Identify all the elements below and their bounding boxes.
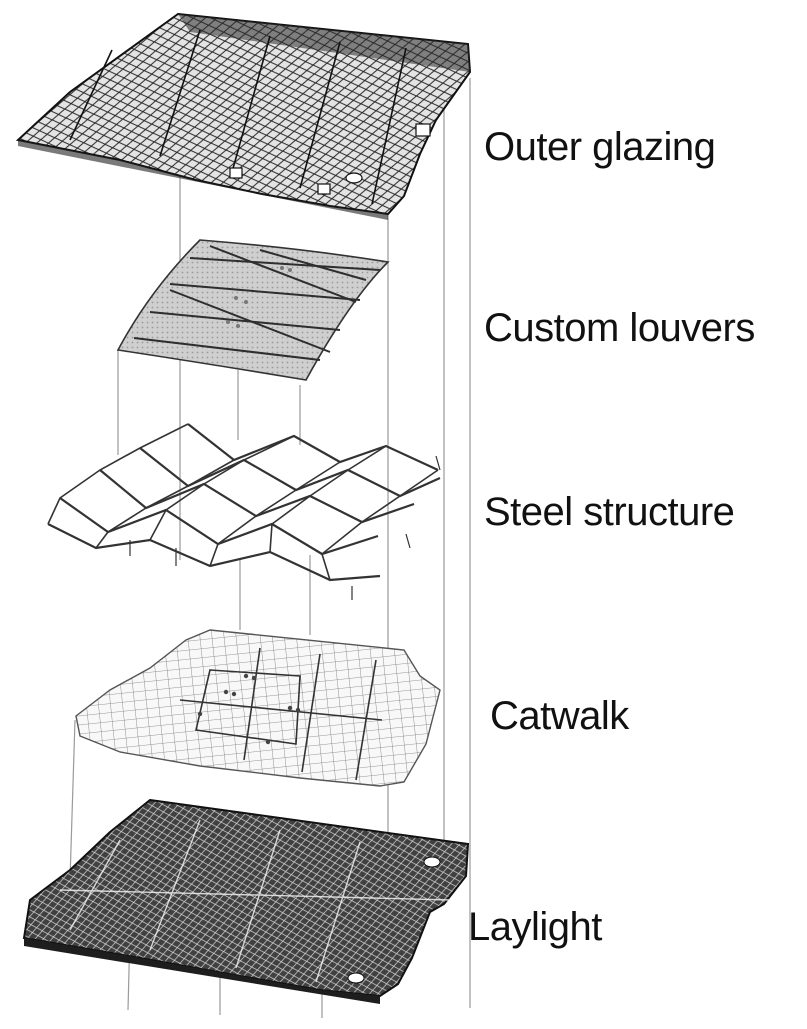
label-catwalk: Catwalk xyxy=(490,694,629,738)
label-outer-glazing: Outer glazing xyxy=(484,125,716,169)
laylight-layer xyxy=(22,798,470,1004)
catwalk-layer xyxy=(75,629,441,787)
label-laylight: Laylight xyxy=(468,905,602,949)
laylight-slab xyxy=(22,798,470,998)
outer-glazing-layer xyxy=(15,12,472,220)
steel-truss xyxy=(139,447,441,498)
steel-structure-layer xyxy=(47,423,441,600)
custom-louvers-layer xyxy=(116,239,390,381)
steel-truss xyxy=(99,469,415,524)
steel-truss xyxy=(187,423,439,471)
label-steel-structure: Steel structure xyxy=(484,490,735,534)
label-custom-louvers: Custom louvers xyxy=(484,306,755,350)
guide-line xyxy=(69,719,76,881)
